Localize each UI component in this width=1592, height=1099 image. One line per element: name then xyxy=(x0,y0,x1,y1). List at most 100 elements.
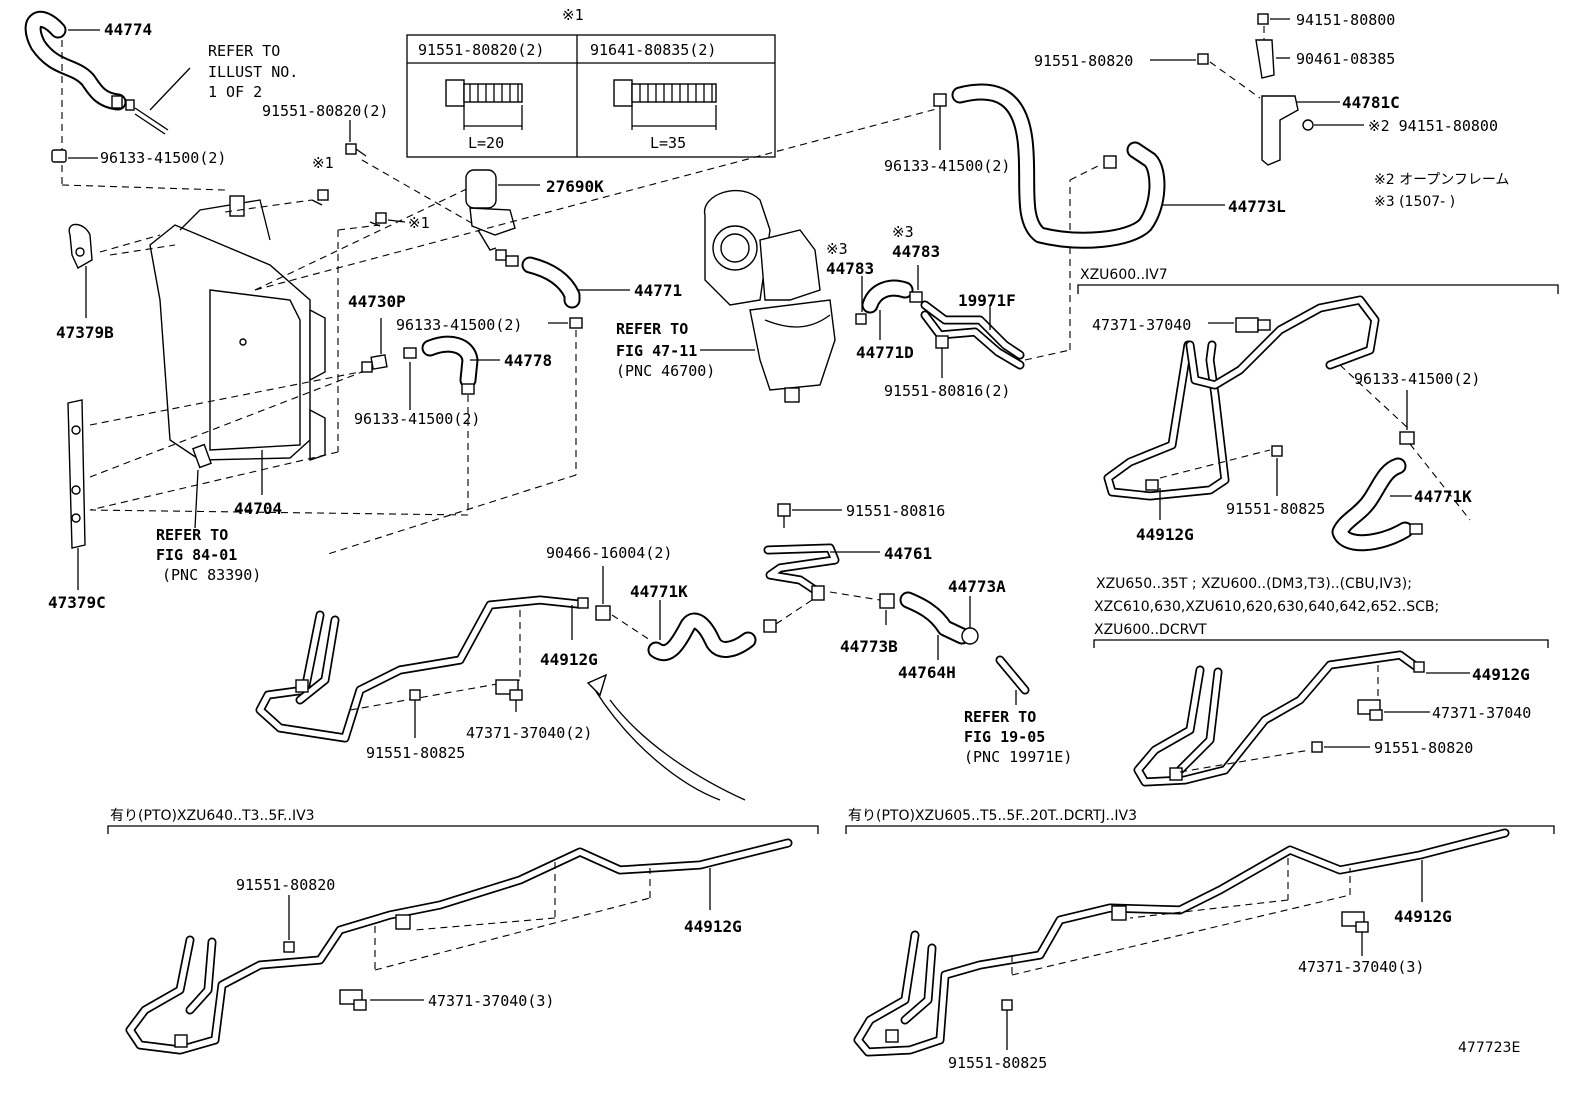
label-clamp-top-mid: 96133-41500(2) xyxy=(884,157,1010,175)
refer-84-line3: (PNC 83390) xyxy=(162,566,261,584)
label-nut-top: 94151-80800 xyxy=(1296,11,1395,29)
cond-iv7: XZU600..IV7 xyxy=(1080,267,1168,283)
label-c-clip: 47371-37040(2) xyxy=(466,724,592,742)
reservoir-tank-44704 xyxy=(89,184,476,511)
label-c-44912G: 44912G xyxy=(540,650,598,669)
section-multi xyxy=(1093,639,1549,787)
refer-19-line1: REFER TO xyxy=(964,708,1036,726)
cond-multi-3: XZU600..DCRVT xyxy=(1094,622,1207,638)
refer-84-line1: REFER TO xyxy=(156,526,228,544)
label-clamp-mid1: 96133-41500(2) xyxy=(396,316,522,334)
label-clip-top: 90461-08385 xyxy=(1296,50,1395,68)
label-47379B: 47379B xyxy=(56,323,114,342)
refer-47-line3: (PNC 46700) xyxy=(616,362,715,380)
label-47379C: 47379C xyxy=(48,593,106,612)
cond-multi-2: XZC610,630,XZU610,620,630,640,642,652..S… xyxy=(1094,599,1439,615)
table-header-1: 91551-80820(2) xyxy=(418,41,544,59)
label-44774: 44774 xyxy=(104,20,152,39)
label-44764H: 44764H xyxy=(898,663,956,682)
cond-pto2: 有り(PTO)XZU605..T5..5F..20T..DCRTJ..IV3 xyxy=(848,808,1137,824)
table-header-2: 91641-80835(2) xyxy=(590,41,716,59)
cond-pto1: 有り(PTO)XZU640..T3..5F..IV3 xyxy=(110,808,315,824)
label-44761: 44761 xyxy=(884,544,932,563)
section-iv7 xyxy=(1077,284,1559,552)
label-nut-star2: ※2 94151-80800 xyxy=(1368,117,1498,135)
label-clamp-mid2: 96133-41500(2) xyxy=(354,410,480,428)
label-c-bolt: 91551-80825 xyxy=(366,744,465,762)
clamp-top-left xyxy=(51,149,226,191)
refer-19-line2: FIG 19-05 xyxy=(964,728,1045,746)
refer-47-line2: FIG 47-11 xyxy=(616,342,697,360)
hose-44771D xyxy=(855,164,1101,378)
label-pto2-clip: 47371-37040(3) xyxy=(1298,958,1424,976)
label-clamp-top-left: 96133-41500(2) xyxy=(100,149,226,167)
label-iv7-44771K: 44771K xyxy=(1414,487,1472,506)
label-pto1-bolt: 91551-80820 xyxy=(236,876,335,894)
refer-19-line3: (PNC 19971E) xyxy=(964,748,1072,766)
label-44783-b: 44783 xyxy=(892,242,940,261)
note-star2: ※2 オープンフレーム xyxy=(1374,172,1509,188)
label-pto2-44912G: 44912G xyxy=(1394,907,1452,926)
label-44781C: 44781C xyxy=(1342,93,1400,112)
label-clamp-90466: 90466-16004(2) xyxy=(546,544,672,562)
section-pto2 xyxy=(845,825,1555,1057)
star3-b: ※3 xyxy=(892,223,914,241)
label-pto1-clip: 47371-37040(3) xyxy=(428,992,554,1010)
star1-top: ※1 xyxy=(562,6,584,24)
bolt-table xyxy=(406,34,776,158)
table-length-1: L=20 xyxy=(468,134,504,152)
table-length-2: L=35 xyxy=(650,134,686,152)
label-44773L: 44773L xyxy=(1228,197,1286,216)
label-iv7-44912G: 44912G xyxy=(1136,525,1194,544)
hose-44773L xyxy=(254,83,1225,291)
label-bolt-44761: 91551-80816 xyxy=(846,502,945,520)
label-bolt-19971: 91551-80816(2) xyxy=(884,382,1010,400)
hose-44764H xyxy=(899,591,1030,705)
label-27690K: 27690K xyxy=(546,177,604,196)
bolt-star1-b xyxy=(369,212,406,227)
label-pto2-bolt: 91551-80825 xyxy=(948,1054,1047,1072)
label-iv7-clamp: 96133-41500(2) xyxy=(1354,370,1480,388)
label-44771D: 44771D xyxy=(856,343,914,362)
label-44783-a: 44783 xyxy=(826,259,874,278)
label-c-44771K: 44771K xyxy=(630,582,688,601)
refer-illust-line3: 1 OF 2 xyxy=(208,83,262,101)
sensor-44730P xyxy=(89,318,388,478)
pipe-44761 xyxy=(763,503,895,633)
label-m-44912G: 44912G xyxy=(1472,665,1530,684)
sensor-left xyxy=(192,443,212,529)
star1-b: ※1 xyxy=(408,214,430,232)
valve-27690K xyxy=(465,169,540,251)
refer-illust-line2: ILLUST NO. xyxy=(208,63,298,81)
label-44771: 44771 xyxy=(634,281,682,300)
section-pto1 xyxy=(107,825,819,1055)
bracket-47379B xyxy=(68,223,161,318)
hose-44778 xyxy=(89,317,583,556)
label-iv7-clip: 47371-37040 xyxy=(1092,316,1191,334)
pipe-44912G-center xyxy=(255,566,757,801)
label-44730P: 44730P xyxy=(348,292,406,311)
cond-multi-1: XZU650..35T ; XZU600..(DM3,T3)..(CBU,IV3… xyxy=(1096,576,1412,592)
refer-84-line2: FIG 84-01 xyxy=(156,546,237,564)
label-pto1-44912G: 44912G xyxy=(684,917,742,936)
bolt-top xyxy=(345,120,476,226)
label-bolt-top: 91551-80820(2) xyxy=(262,102,388,120)
illustration-number: 477723E xyxy=(1458,1040,1520,1056)
label-19971F: 19971F xyxy=(958,291,1016,310)
refer-47-line1: REFER TO xyxy=(616,320,688,338)
label-44773B: 44773B xyxy=(840,637,898,656)
note-star3: ※3 (1507- ) xyxy=(1374,194,1455,210)
label-iv7-bolt: 91551-80825 xyxy=(1226,500,1325,518)
label-bolt-rt: 91551-80820 xyxy=(1034,52,1133,70)
label-44773A: 44773A xyxy=(948,577,1006,596)
star1-a: ※1 xyxy=(312,154,334,172)
throttle-body xyxy=(700,189,836,403)
label-m-bolt: 91551-80820 xyxy=(1374,739,1473,757)
refer-illust-line1: REFER TO xyxy=(208,42,280,60)
bracket-44781C xyxy=(1150,13,1364,166)
bolt-star1-a xyxy=(224,189,329,213)
label-m-clip: 47371-37040 xyxy=(1432,704,1531,722)
hose-44774 xyxy=(24,10,191,150)
label-44704: 44704 xyxy=(234,499,282,518)
